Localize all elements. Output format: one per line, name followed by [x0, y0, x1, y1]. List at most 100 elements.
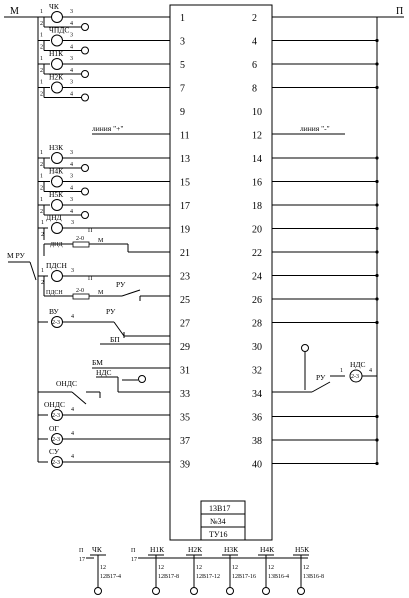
junction-right-16	[375, 179, 379, 184]
pin-left-21: 21	[180, 248, 190, 259]
pin-right-22: 22	[252, 248, 262, 259]
junction-right-40	[375, 461, 379, 466]
bottom-pin12-4: 12	[268, 565, 274, 571]
junction-right-14	[375, 156, 379, 160]
coil-og-label: ОГ	[49, 424, 59, 433]
pdsn-m-label: М	[98, 290, 104, 296]
right-marker	[301, 344, 309, 352]
line-plus-label: линия "+"	[92, 124, 123, 133]
pin-right-12: 12	[252, 131, 262, 142]
ondc-contact-label: ОНДС	[56, 379, 77, 388]
bottom-ref-1: 12В17-8	[158, 574, 179, 580]
pdsn-branch: ПДСН 1 3 2 П ПДСН 2-0 М РУ	[38, 261, 170, 301]
bottom-p1-pin: 17	[79, 557, 85, 563]
coil-num1-4: 1	[40, 150, 43, 156]
junction-right-22	[375, 250, 379, 254]
pin-right-40: 40	[252, 460, 262, 471]
bottom-pin12-0: 12	[100, 565, 106, 571]
su-coil-branch: 2-3 СУ 4	[38, 447, 170, 468]
pin-left-11: 11	[180, 131, 190, 142]
coil-ondc-mark: 2-3	[52, 413, 60, 419]
pin-right-16: 16	[252, 178, 262, 189]
coil-num4-1: 4	[70, 45, 73, 51]
pin-left-31: 31	[180, 366, 190, 377]
ondc-branch: ОНДС	[38, 379, 101, 405]
coil-num1-3: 1	[40, 80, 43, 86]
dnd-num1: 1	[41, 220, 44, 226]
coil-4	[51, 152, 63, 164]
pin-left-29: 29	[180, 342, 190, 353]
bottom-pin12-5: 12	[303, 565, 309, 571]
coil-marker-1	[81, 46, 89, 55]
coil-6	[51, 199, 63, 211]
bottom-relay-0: ЧК	[92, 545, 103, 554]
pin-right-24: 24	[252, 272, 262, 283]
coil-pdsn-label: ПДСН	[46, 261, 68, 270]
nds-num4: 4	[369, 368, 372, 374]
bottom-relay-2: Н2К	[188, 545, 203, 554]
bottom-relay-4: Н4К	[260, 545, 275, 554]
coil-5	[51, 175, 63, 188]
coil-num2-6: 2	[40, 209, 43, 215]
resistor-1-label: 2-0	[76, 236, 84, 242]
bottom-marker-0	[94, 587, 102, 595]
pdsn-p-label: П	[88, 276, 93, 282]
vu-branch: 2-3 ВУ 4 РУ	[38, 307, 170, 338]
dnd-p-label: П	[88, 228, 93, 234]
junction-right-24	[375, 273, 379, 278]
coil-dnd-label: ДНД	[46, 213, 62, 222]
ru3-label: РУ	[316, 373, 326, 382]
dnd-num2: 2	[41, 232, 44, 238]
junction-right-36	[375, 414, 379, 419]
pin-right-32: 32	[252, 366, 262, 377]
coil-vu	[51, 316, 63, 328]
coil-ondc	[51, 409, 63, 421]
bottom-ref-0: 12В17-4	[100, 574, 121, 580]
vu-num4: 4	[71, 314, 74, 320]
bottom-p2: П	[131, 548, 136, 554]
coil-num4-4: 4	[70, 162, 73, 168]
coil-num2-0: 2	[40, 21, 43, 27]
nds-num1: 1	[340, 368, 343, 374]
coil-nds-label: НДС	[350, 360, 366, 369]
coil-label-2: Н1К	[49, 49, 64, 58]
coil-marker-0	[81, 23, 89, 31]
pin-left-15: 15	[180, 178, 190, 189]
bottom-pin12-3: 12	[232, 565, 238, 571]
coil-num2-1: 2	[40, 45, 43, 51]
coil-og-mark: 2-3	[52, 437, 60, 443]
bottom-contact-0: ЧК 12 12В17-4	[90, 545, 121, 595]
pin-left-7: 7	[180, 84, 185, 95]
coil-num4-2: 4	[70, 68, 73, 74]
junction-right-20	[375, 226, 379, 231]
title-line-3: ТУ16	[209, 530, 228, 539]
pin-left-19: 19	[180, 225, 190, 236]
bottom-pin12-2: 12	[196, 565, 202, 571]
right-nds-branch: РУ 1 2-3 НДС 4	[272, 344, 377, 393]
bottom-relay-5: Н5К	[295, 545, 310, 554]
bottom-relay-1: Н1К	[150, 545, 165, 554]
coil-num1-1: 1	[40, 33, 43, 39]
pin-right-10: 10	[252, 107, 262, 118]
coil-num3-3: 3	[70, 80, 73, 86]
pin-left-25: 25	[180, 295, 190, 306]
dnd-contact-label: ДНД	[50, 242, 63, 248]
mru-label: М РУ	[7, 251, 26, 260]
rail-left-label: М	[10, 6, 19, 17]
dnd-branch: ДНД 1 3 2 П ДНД 2-0 М	[38, 213, 170, 256]
right-wires-group	[272, 38, 379, 466]
coil-num2-5: 2	[40, 186, 43, 192]
pin-right-36: 36	[252, 413, 262, 424]
pin-left-17: 17	[180, 201, 190, 212]
coil-num4-5: 4	[70, 186, 73, 192]
coil-num3-2: 3	[70, 56, 73, 62]
bottom-marker-5	[297, 587, 305, 595]
mru-switch: М РУ	[7, 251, 37, 281]
pin-right-30: 30	[252, 342, 262, 353]
pin-right-26: 26	[252, 295, 262, 306]
